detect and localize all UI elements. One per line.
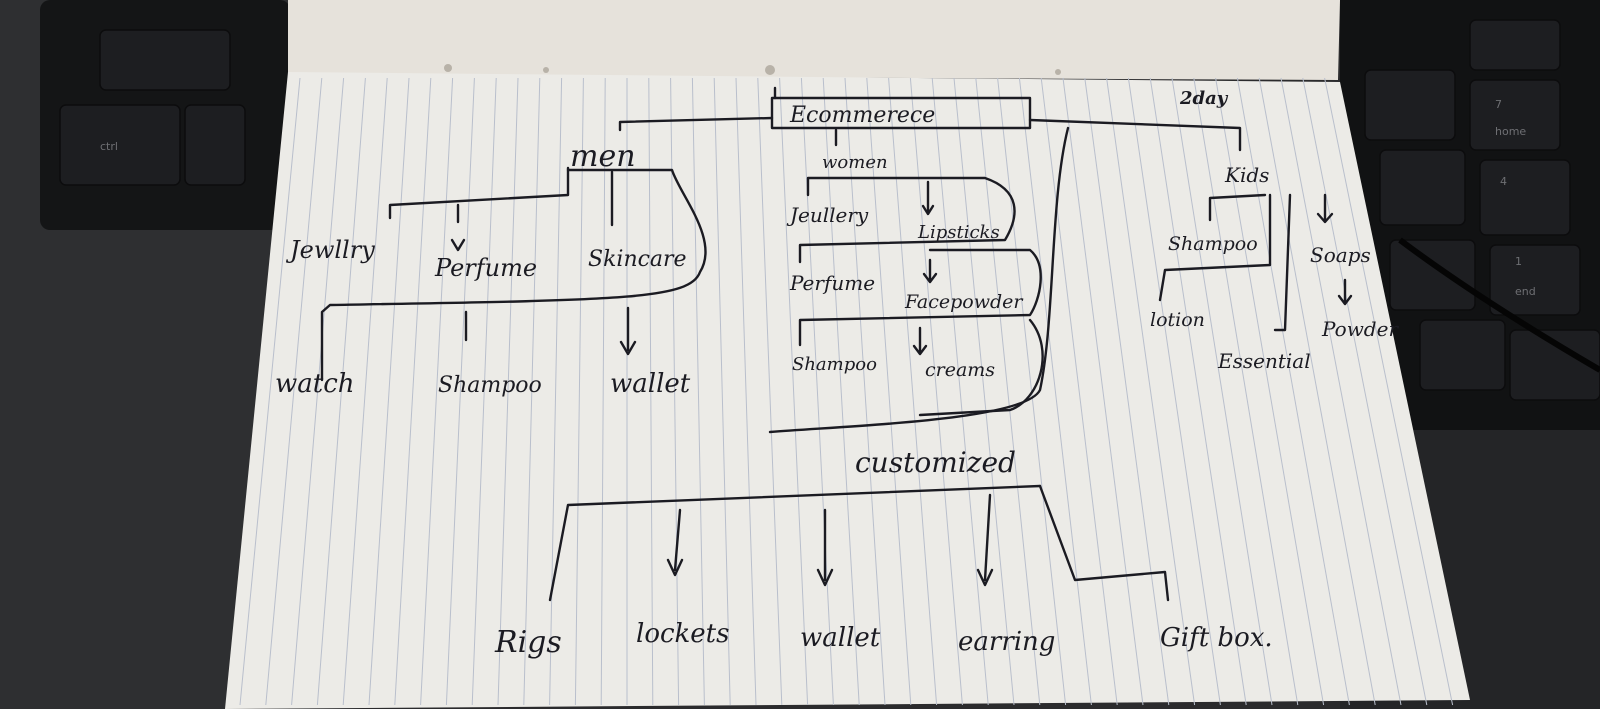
ruled-line	[394, 77, 432, 706]
ruled-line	[1171, 77, 1273, 706]
key-4: 4	[1500, 175, 1507, 188]
node-women-shampoo: Shampoo	[792, 354, 877, 375]
binding-marks	[444, 64, 1061, 75]
ruled-line	[1062, 77, 1144, 706]
ruled-lines	[239, 77, 1454, 706]
ruled-line	[239, 77, 301, 706]
node-kids-powder: Powder	[1321, 317, 1399, 341]
ruled-line	[420, 77, 454, 706]
ruled-line	[713, 77, 731, 706]
ruled-line	[909, 77, 963, 706]
node-women: women	[822, 152, 888, 173]
node-men-jewllry: Jewllry	[285, 236, 375, 264]
ruled-line	[1236, 77, 1350, 706]
ruled-line	[735, 77, 757, 706]
ruled-line	[1302, 77, 1428, 706]
ruled-line	[265, 77, 323, 706]
node-women-lipsticks: Lipsticks	[917, 222, 1000, 243]
node-men: men	[570, 139, 636, 174]
ruled-line	[342, 77, 388, 706]
ruled-line	[975, 77, 1041, 706]
ruled-line	[549, 77, 563, 706]
node-men-watch: watch	[275, 369, 355, 399]
note-2day: 2day	[1179, 88, 1229, 109]
node-kids-soaps: Soaps	[1310, 243, 1371, 267]
ruled-line	[1215, 77, 1325, 706]
node-women-creams: creams	[925, 359, 995, 381]
diagram-text: Ecommerece 2day men Jewllry Perfume Skin…	[275, 88, 1399, 660]
node-customized: customized	[855, 446, 1016, 479]
ruled-line	[691, 77, 705, 706]
ruled-line	[888, 77, 938, 706]
ruled-line	[953, 77, 1015, 706]
ruled-line	[368, 77, 410, 706]
ruled-line	[523, 77, 541, 706]
ruled-line	[931, 77, 989, 706]
ruled-line	[1193, 77, 1299, 706]
key-1: 1	[1515, 255, 1522, 268]
notebook-top-page	[288, 0, 1340, 80]
node-men-wallet: wallet	[610, 369, 691, 399]
ruled-line	[1258, 77, 1376, 706]
node-women-perfume: Perfume	[789, 271, 875, 295]
ruled-line	[471, 77, 497, 706]
ruled-line	[291, 77, 345, 706]
node-customized-lockets: lockets	[636, 619, 729, 649]
key-home: home	[1495, 125, 1526, 138]
ruled-line	[844, 77, 886, 706]
key-ctrl: ctrl	[100, 140, 118, 153]
node-women-facepowder: Facepowder	[904, 291, 1024, 313]
ruled-line	[670, 77, 680, 706]
node-kids-shampoo: Shampoo	[1168, 233, 1258, 255]
node-kids: Kids	[1224, 163, 1269, 187]
ruled-line	[1127, 77, 1221, 706]
node-men-shampoo: Shampoo	[438, 373, 542, 398]
ruled-line	[1324, 77, 1454, 706]
node-men-perfume: Perfume	[434, 254, 537, 282]
ruled-line	[822, 77, 860, 706]
ruled-line	[445, 77, 475, 706]
diagram-lines	[320, 86, 1353, 602]
ruled-line	[648, 77, 654, 706]
ruled-line	[800, 77, 834, 706]
key-7: 7	[1495, 98, 1502, 111]
ruled-line	[1018, 77, 1092, 706]
ruled-line	[757, 77, 783, 706]
node-kids-lotion: lotion	[1150, 309, 1205, 331]
ruled-line	[497, 77, 519, 706]
node-customized-earring: earring	[958, 627, 1055, 657]
node-customized-wallet: wallet	[800, 623, 881, 653]
ruled-line	[574, 77, 584, 706]
node-customized-giftbox: Gift box.	[1160, 623, 1273, 653]
key-end: end	[1515, 285, 1536, 298]
ruled-line	[779, 77, 809, 706]
node-root: Ecommerece	[789, 103, 935, 128]
keyboard-left: ctrl	[0, 0, 310, 709]
ruled-line	[316, 77, 366, 706]
node-customized-rigs: Rigs	[494, 625, 562, 660]
node-women-jeullery: Jeullery	[786, 203, 869, 227]
ruled-line	[1040, 77, 1118, 706]
ruled-line	[866, 77, 912, 706]
ruled-line	[1280, 77, 1402, 706]
ruled-line	[1084, 77, 1170, 706]
ruled-line	[600, 77, 606, 706]
ruled-line	[1106, 77, 1196, 706]
node-kids-essential: Essential	[1217, 349, 1311, 373]
node-men-skincare: Skincare	[588, 247, 687, 272]
ruled-line	[1149, 77, 1247, 706]
root-box	[770, 96, 1032, 130]
